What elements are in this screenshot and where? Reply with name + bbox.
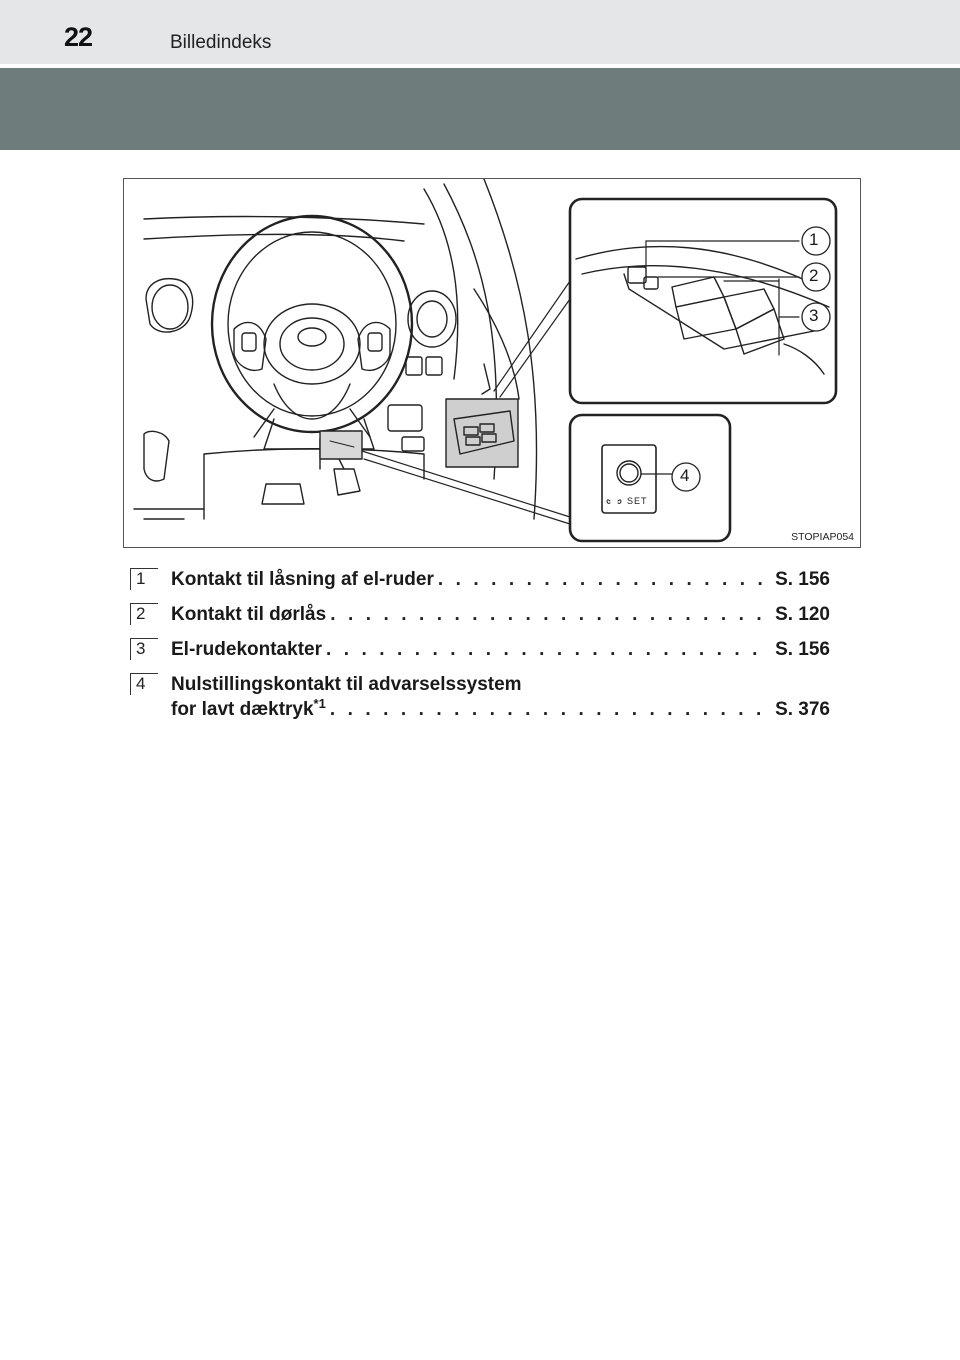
item-label-line1: Nulstillingskontakt til advarselssystem (171, 674, 522, 695)
dashboard-drawing (133, 179, 838, 543)
callout-2: 2 (809, 266, 819, 285)
index-item: 4 Nulstillingskontakt til advarselssyste… (130, 672, 830, 722)
index-item: 3 El-rudekontakter . . . . . . . . . . .… (130, 637, 830, 662)
item-label-line2: for lavt dæktryk (171, 699, 314, 720)
page-reference[interactable]: S. 376 (775, 699, 830, 720)
item-number: 2 (130, 603, 158, 625)
steering-wheel (210, 214, 414, 434)
item-number: 4 (130, 673, 158, 695)
footnote-marker: *1 (313, 696, 326, 711)
index-list: 1 Kontakt til låsning af el-ruder . . . … (130, 567, 830, 732)
decorative-band (0, 68, 960, 150)
tpms-switch-location (319, 430, 363, 460)
callout-1: 1 (809, 230, 819, 249)
index-item: 2 Kontakt til dørlås . . . . . . . . . .… (130, 602, 830, 627)
page-reference[interactable]: S. 120 (775, 604, 830, 625)
callout-4: 4 (680, 466, 690, 485)
steering-hub (263, 303, 361, 385)
page-number: 22 (64, 22, 93, 52)
item-label: Kontakt til dørlås (171, 604, 327, 625)
leader-dots: . . . . . . . . . . . . . . . . . . . . … (329, 699, 769, 720)
callout-3: 3 (809, 306, 819, 325)
page-reference[interactable]: S. 156 (775, 569, 830, 590)
section-title: Billedindeks (170, 32, 272, 53)
item-number: 3 (130, 638, 158, 660)
window-switch-location (445, 398, 519, 468)
leader-dots: . . . . . . . . . . . . . . . . . . . . … (437, 569, 769, 590)
tpms-switch-detail (568, 413, 732, 543)
item-number: 1 (130, 568, 158, 590)
dashboard-illustration: 1 2 3 4 SET STOPIAP054 (123, 178, 861, 548)
page-reference[interactable]: S. 156 (775, 639, 830, 660)
index-item: 1 Kontakt til låsning af el-ruder . . . … (130, 567, 830, 592)
leader-dots: . . . . . . . . . . . . . . . . . . . . … (325, 639, 769, 660)
leader-dots: . . . . . . . . . . . . . . . . . . . . … (330, 604, 769, 625)
figure-code: STOPIAP054 (791, 531, 854, 543)
set-label: SET (627, 496, 648, 506)
item-label: El-rudekontakter (171, 639, 322, 660)
header-band: 22 Billedindeks (0, 0, 960, 64)
item-label: Kontakt til låsning af el-ruder (171, 569, 434, 590)
left-vent (145, 277, 194, 333)
